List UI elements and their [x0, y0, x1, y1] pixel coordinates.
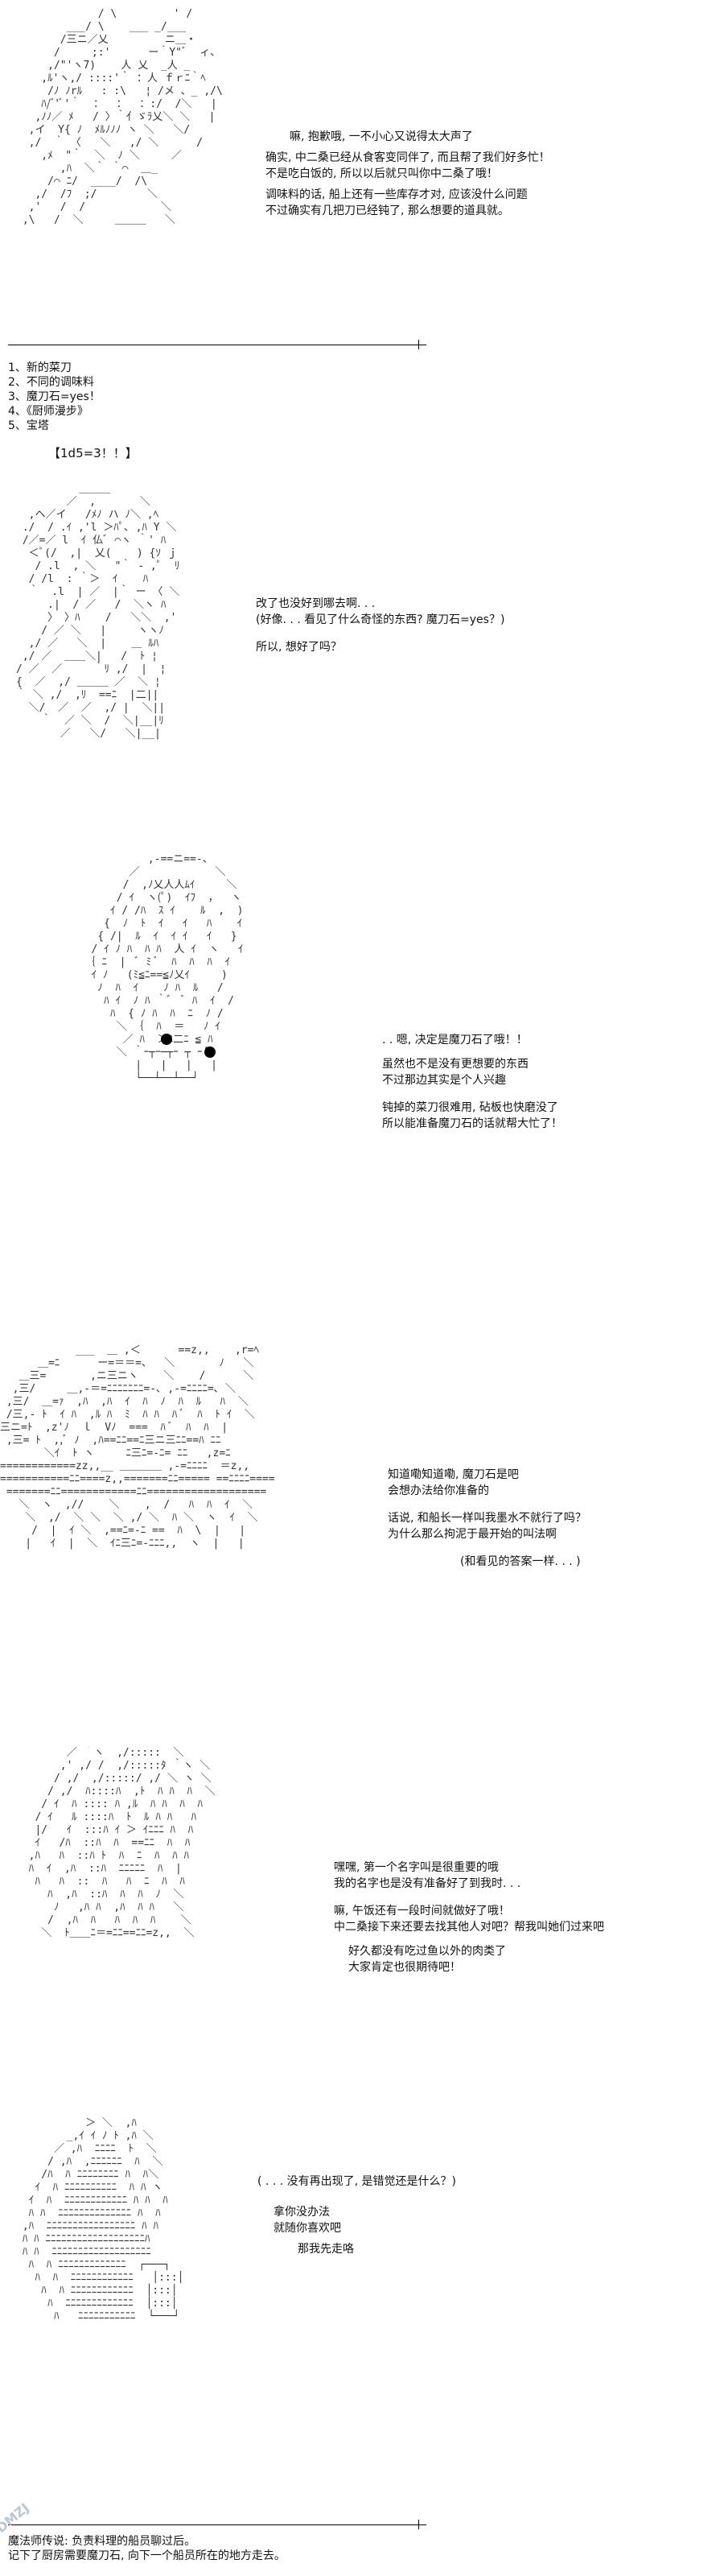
- choice-item: 5、宝塔: [8, 419, 49, 432]
- ascii-art-character: ／ ｀ヽ ,/::::: ＼ ,' ,/ / ,/:::::ﾀ ｀ヽ ＼ / ,…: [28, 1747, 216, 1939]
- dialogue-line: 改了也没好到哪去啊. . .: [256, 597, 376, 610]
- dialogue-block: 知道嘞知道嘞, 魔刀石是吧 会想办法给你准备的 话说, 和船长一样叫我墨水不就行…: [388, 1467, 586, 1570]
- dialogue-line: (好像. . . 看见了什么奇怪的东西? 魔刀石=yes？): [256, 613, 505, 626]
- panel-1: / \ ' / ___/ \ ___ _/___ /三ニ／乂 ニ＿・ / ;:'…: [0, 0, 724, 349]
- dice-roll-result: 【1d5=3！！】: [48, 446, 138, 460]
- character-eye-right: [204, 1046, 216, 1058]
- dialogue-line: 我的名字也是没有准备好了到我时. . .: [334, 1877, 521, 1890]
- dialogue-line: 会想办法给你准备的: [388, 1484, 489, 1497]
- dialogue-line: 中二桑接下来还要去找其他人对吧？帮我叫她们过来吧: [334, 1921, 604, 1934]
- panel-2: ＿＿＿ ／ , ＼ ,ヘ／イ /ﾒﾉ ハ ﾉ＼ ,ﾍ ./ / .ｲ ,'l ＞…: [0, 475, 724, 813]
- dialogue-block: ( . . . 没有再出现了, 是错觉还是什么？) 拿你没办法 就随你喜欢吧 那…: [257, 2174, 456, 2257]
- dialogue-line: 话说, 和船长一样叫我墨水不就行了吗？: [388, 1512, 586, 1525]
- dialogue-line: ( . . . 没有再出现了, 是错觉还是什么？): [257, 2175, 456, 2188]
- dialogue-line: 所以, 想好了吗？: [256, 641, 342, 654]
- dialogue-line: 知道嘞知道嘞, 魔刀石是吧: [388, 1468, 519, 1481]
- ascii-art-character: ＞ ＼ ,ﾊ _,ｲ ｲ ﾉ ﾄ ,ﾊ ＼ ／ ,ﾊ ﾆﾆﾆﾆ ﾄ ＼ / ,ﾊ…: [22, 2117, 184, 2322]
- dialogue-line: 嘛, 抱歉哦, 一不小心又说得太大声了: [290, 130, 473, 143]
- caption-line: 魔法师传说: 负责料理的船员聊过后。: [8, 2535, 196, 2548]
- dialogue-line: 那我先走咯: [298, 2243, 354, 2256]
- dialogue-line: 嘿嘿, 第一个名字叫是很重要的哦: [334, 1861, 499, 1874]
- ascii-art-character: ＿＿＿ ／ , ＼ ,ヘ／イ /ﾒﾉ ハ ﾉ＼ ,ﾍ ./ / .ｲ ,'l ＞…: [16, 483, 180, 740]
- section-divider-tick: [418, 2520, 419, 2529]
- section-divider-tick: [418, 340, 419, 349]
- dialogue-block: . . 嗯, 决定是魔刀石了哦！！ 虽然也不是没有更想要的东西 不过那边其实是个…: [382, 1032, 562, 1132]
- dialogue-line: 虽然也不是没有更想要的东西: [382, 1058, 529, 1071]
- ascii-art-character: / \ ' / ___/ \ ___ _/___ /三ニ／乂 ニ＿・ / ;:'…: [22, 8, 223, 226]
- dialogue-line: 钝掉的菜刀很难用, 砧板也快磨没了: [382, 1101, 558, 1114]
- character-eye-left: [161, 1034, 172, 1045]
- choice-item: 2、不同的调味料: [8, 376, 94, 389]
- dialogue-line: (和看见的答案一样. . . ): [460, 1555, 581, 1568]
- ascii-art-character: ,-==ニ==-、 ／ ＼ / ,ﾉ乂人人ﾑｲ ＼ / ｲ ヽ(ﾟ) ｲﾌ ， …: [84, 853, 244, 1084]
- dialogue-line: 拿你没办法: [274, 2206, 330, 2219]
- dialogue-block: 嘛, 抱歉哦, 一不小心又说得太大声了 确实, 中二桑已经从食客变同伴了, 而且…: [265, 129, 550, 219]
- panel-5: ／ ｀ヽ ,/::::: ＼ ,' ,/ / ,/:::::ﾀ ｀ヽ ＼ / ,…: [0, 1731, 724, 2077]
- section-divider: [8, 2524, 426, 2525]
- dialogue-line: 调味料的话, 船上还有一些库存才对, 应该没什么问题: [265, 188, 528, 201]
- dialogue-block: 嘿嘿, 第一个名字叫是很重要的哦 我的名字也是没有准备好了到我时. . . 嘛,…: [334, 1860, 604, 1975]
- choice-list: 1、新的菜刀 2、不同的调味料 3、魔刀石=yes！ 4、《厨师漫步》 5、宝塔: [8, 361, 101, 433]
- dialogue-line: 不过那边其实是个人兴趣: [382, 1074, 506, 1087]
- panel-3: ,-==ニ==-、 ／ ＼ / ,ﾉ乂人人ﾑｲ ＼ / ｲ ヽ(ﾟ) ｲﾌ ， …: [0, 821, 724, 1272]
- ascii-art-character: ___ ＿ ,＜￣￣￣ ==z,, ,r=ﾍ ＿=ﾆ ー=＝＝=、 ＼ ﾉ ＼ …: [0, 1344, 275, 1550]
- dialogue-line: 不过确实有几把刀已经钝了, 那么想要的道具就。: [265, 204, 509, 217]
- panel-4: ___ ＿ ,＜￣￣￣ ==z,, ,r=ﾍ ＿=ﾆ ー=＝＝=、 ＼ ﾉ ＼ …: [0, 1328, 724, 1666]
- dialogue-line: 不是吃白饭的, 所以以后就只叫你中二桑了哦！: [265, 167, 498, 180]
- choice-item: 1、新的菜刀: [8, 361, 72, 374]
- caption-line: 记下了厨房需要魔刀石, 向下一个船员所在的地方走去。: [8, 2549, 286, 2562]
- choice-item: 4、《厨师漫步》: [8, 405, 88, 418]
- dialogue-line: 嘛, 午饭还有一段时间就做好了哦！: [334, 1905, 510, 1918]
- choice-item: 3、魔刀石=yes！: [8, 390, 101, 403]
- narration-caption: 魔法师传说: 负责料理的船员聊过后。 记下了厨房需要魔刀石, 向下一个船员所在的…: [8, 2534, 286, 2563]
- dialogue-line: 为什么那么拘泥于最开始的叫法啊: [388, 1528, 557, 1541]
- dialogue-line: 大家肯定也很期待吧！: [348, 1961, 461, 1974]
- panel-6: ＞ ＼ ,ﾊ _,ｲ ｲ ﾉ ﾄ ,ﾊ ＼ ／ ,ﾊ ﾆﾆﾆﾆ ﾄ ＼ / ,ﾊ…: [0, 2117, 724, 2496]
- dialogue-line: 所以能准备魔刀石的话就帮大忙了！: [382, 1117, 562, 1130]
- dialogue-line: 好久都没有吃过鱼以外的肉类了: [348, 1945, 506, 1958]
- dialogue-line: 确实, 中二桑已经从食客变同伴了, 而且帮了我们好多忙！: [265, 151, 550, 164]
- dialogue-line: . . 嗯, 决定是魔刀石了哦！！: [382, 1034, 528, 1046]
- dialogue-block: 改了也没好到哪去啊. . . (好像. . . 看见了什么奇怪的东西? 魔刀石=…: [256, 596, 504, 655]
- dialogue-line: 就随你喜欢吧: [274, 2222, 341, 2235]
